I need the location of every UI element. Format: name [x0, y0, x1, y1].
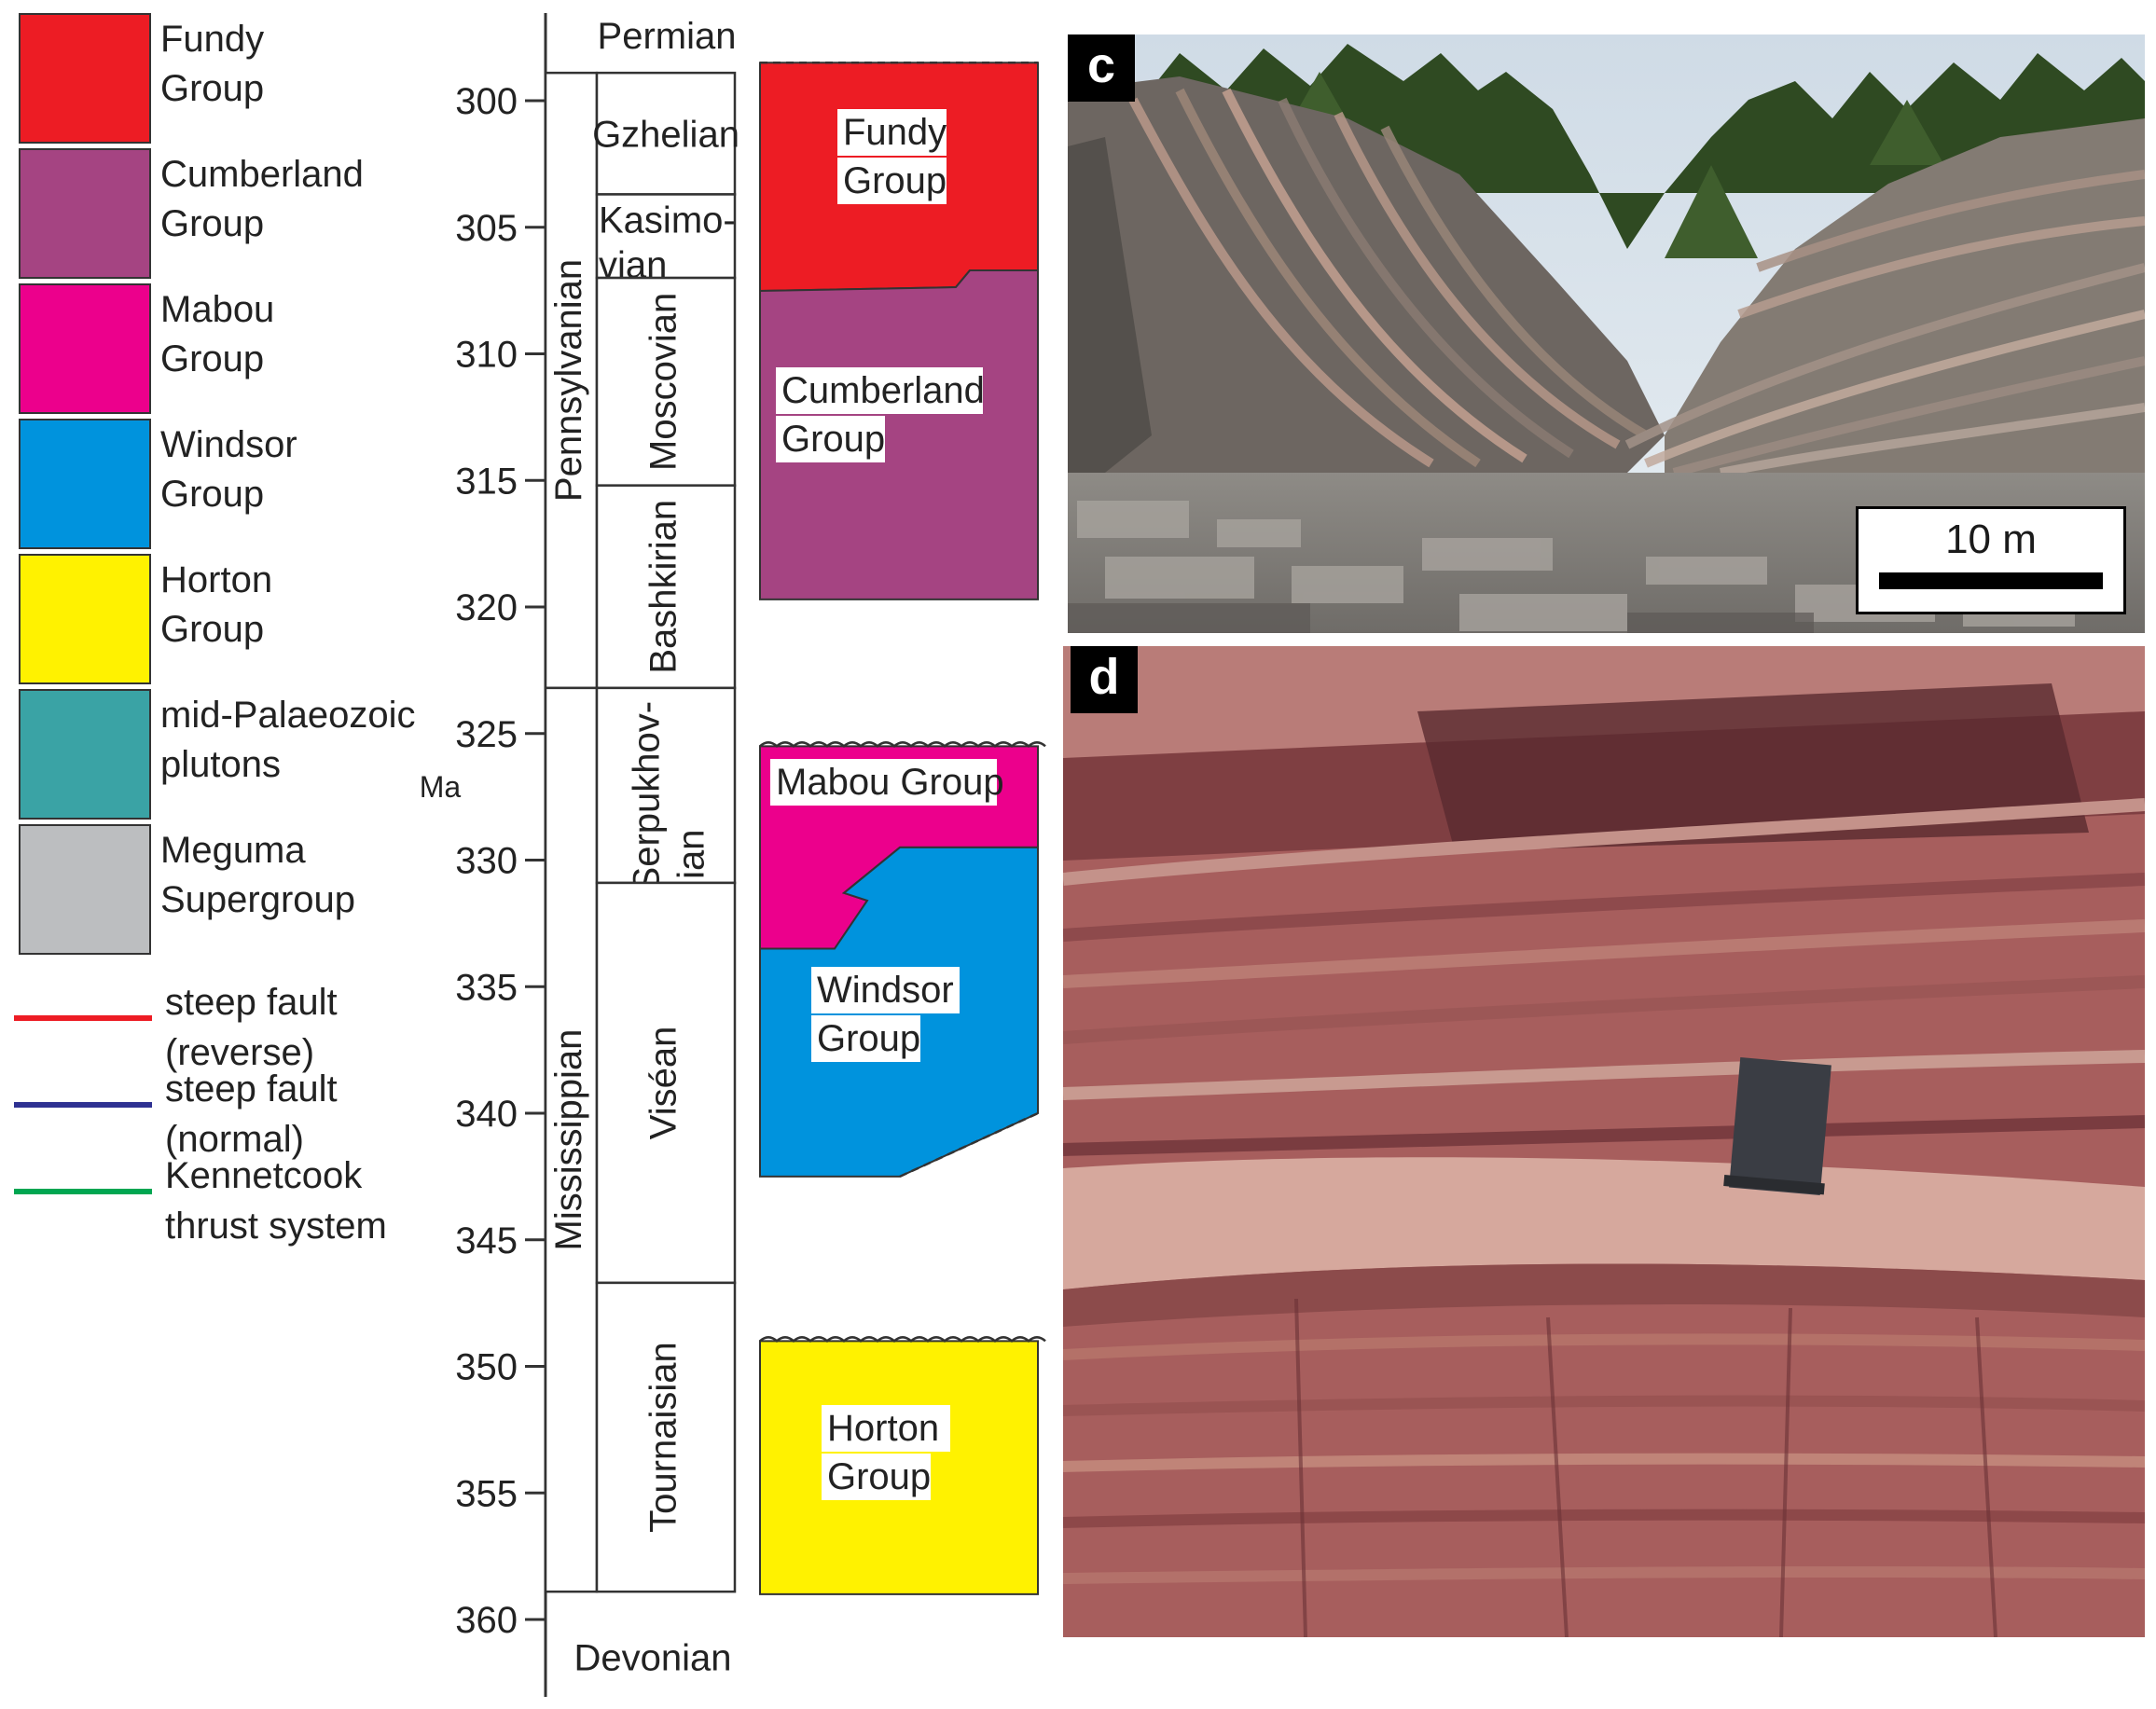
legend-label: Mabou	[160, 289, 274, 330]
axis-tick-label: 335	[455, 967, 518, 1008]
photo-d-image	[1063, 646, 2145, 1637]
stage-label: Gzhelian	[592, 114, 739, 155]
legend-label: Windsor	[160, 424, 297, 465]
wavy-unconformity	[759, 741, 1046, 748]
group-label-bg	[837, 109, 947, 156]
scale-bar-label: 10 m	[1945, 517, 2037, 562]
stage-label: Kasimo-	[599, 200, 736, 241]
group-label-bg	[822, 1454, 931, 1500]
stage-label: Serpukhov-	[627, 701, 668, 892]
wavy-unconformity	[759, 1336, 1046, 1344]
photo-d-red-strata	[1063, 646, 2145, 1637]
legend-label: plutons	[160, 744, 281, 785]
group-label-bg	[811, 1015, 920, 1062]
legend-label: Horton	[160, 559, 272, 600]
group-label: Fundy	[843, 112, 947, 153]
group-label: Group	[827, 1456, 931, 1497]
legend-swatch	[19, 13, 151, 144]
axis-tick-label: 355	[455, 1473, 518, 1514]
legend-label: Group	[160, 474, 264, 515]
legend-label: mid-Palaeozoic	[160, 695, 415, 736]
stage-cell	[595, 276, 737, 487]
axis-tick-label: 300	[455, 81, 518, 122]
group-label: Group	[781, 419, 885, 460]
legend-label: steep fault	[165, 982, 338, 1023]
group-label: Mabou Group	[776, 762, 1004, 803]
scale-bar-line	[1879, 572, 2103, 589]
group-label: Cumberland	[781, 370, 985, 411]
subperiod-label: Pennsylvanian	[548, 259, 589, 502]
legend-label: Group	[160, 609, 264, 650]
legend-label: Group	[160, 338, 264, 379]
legend-label: (normal)	[165, 1119, 304, 1160]
legend-swatch	[19, 689, 151, 820]
legend-label: steep fault	[165, 1068, 338, 1109]
panel-label-d: d	[1071, 646, 1138, 713]
axis-tick-label: 305	[455, 208, 518, 249]
legend-label: Kennetcook	[165, 1155, 363, 1196]
axis-tick-label: 340	[455, 1094, 518, 1135]
stage-label: Tournaisian	[643, 1342, 684, 1533]
panel-label-c: c	[1068, 34, 1135, 102]
group-label-bg	[837, 158, 947, 204]
axis-tick-label: 330	[455, 841, 518, 882]
legend-swatch	[19, 419, 151, 549]
legend-label: Group	[160, 68, 264, 109]
legend-label: thrust system	[165, 1206, 387, 1247]
axis-tick-label: 320	[455, 587, 518, 628]
stage-cell	[595, 1281, 737, 1593]
stage-label: Viséan	[643, 1027, 684, 1140]
group-label: Group	[843, 160, 947, 201]
legend-label: Meguma	[160, 830, 306, 871]
group-label: Windsor	[817, 970, 954, 1011]
stage-label: Moscovian	[643, 293, 684, 471]
legend-swatch	[19, 283, 151, 414]
group-label-bg	[822, 1405, 950, 1452]
stage-label: Bashkirian	[643, 500, 684, 674]
group-bar-cumberland	[759, 269, 1039, 600]
legend-swatch	[19, 554, 151, 684]
stage-label: ian	[671, 830, 712, 879]
stage-cell	[595, 71, 737, 196]
group-label: Group	[817, 1018, 920, 1059]
stage-cell	[595, 881, 737, 1285]
legend-label: Group	[160, 203, 264, 244]
group-label-bg	[770, 759, 997, 806]
group-label-bg	[776, 367, 983, 414]
legend-label: (reverse)	[165, 1032, 314, 1073]
axis-tick-label: 345	[455, 1220, 518, 1261]
axis-tick-label: 350	[455, 1347, 518, 1388]
period-label: Devonian	[574, 1638, 731, 1679]
legend-label: Supergroup	[160, 879, 355, 920]
group-label-bg	[811, 967, 960, 1013]
legend-swatch	[19, 824, 151, 955]
group-label-bg	[776, 416, 885, 462]
stage-cell	[595, 193, 737, 280]
legend-swatch	[19, 148, 151, 279]
axis-tick-label: 325	[455, 714, 518, 755]
axis-tick-label: 360	[455, 1600, 518, 1641]
subperiod-label: Mississippian	[548, 1029, 589, 1251]
stratigraphic-diagram: FundyGroupCumberlandGroupMabouGroupWinds…	[14, 13, 1046, 1697]
legend-label: Cumberland	[160, 154, 364, 195]
subperiod-cell	[544, 71, 599, 690]
stage-cell	[595, 686, 737, 885]
axis-tick-label: 310	[455, 335, 518, 376]
notebook-scale-object	[1723, 1056, 1831, 1196]
scale-bar: 10 m	[1856, 506, 2126, 614]
group-label: Horton	[827, 1408, 939, 1449]
legend-label: Fundy	[160, 19, 264, 60]
axis-unit-label: Ma	[420, 770, 462, 804]
period-label: Permian	[598, 16, 737, 57]
axis-tick-label: 315	[455, 461, 518, 502]
